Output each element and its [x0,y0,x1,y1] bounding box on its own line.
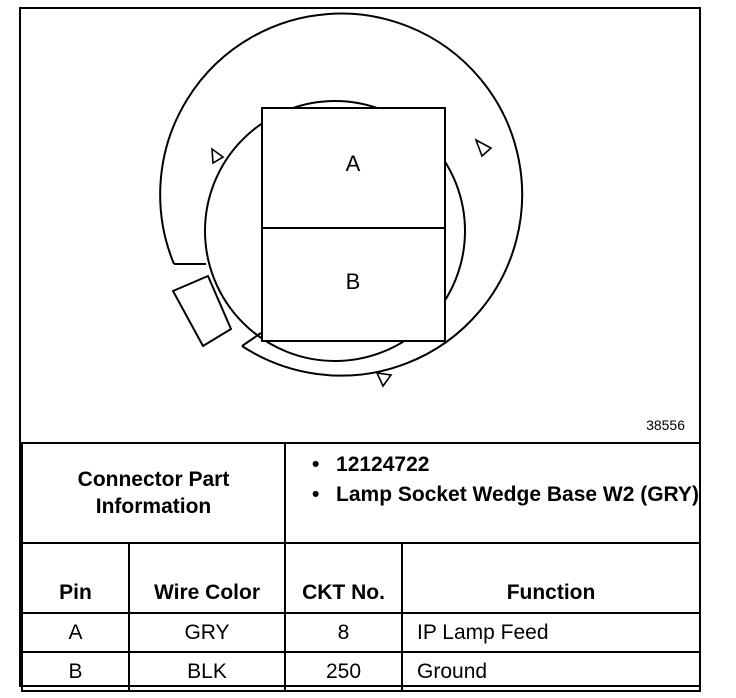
table-row: A GRY 8 IP Lamp Feed [21,612,702,653]
header-function: Function [401,542,702,614]
cavity-outline [261,107,446,342]
key-mark-right [474,138,493,158]
ring-gap-line-lower [241,332,262,347]
header-wire-color: Wire Color [127,542,287,614]
part-info-list: • 12124722 • Lamp Socket Wedge Base W2 (… [284,442,702,544]
part-info-item: • 12124722 [312,450,699,480]
inner-ring [204,100,466,362]
table-header-row: Pin Wire Color CKT No. Function [21,542,702,614]
header-pin: Pin [21,542,130,614]
function-cell: IP Lamp Feed [401,612,702,653]
connector-diagram-frame: A B 38556 Connector Part Information • 1… [19,7,702,692]
part-description: Lamp Socket Wedge Base W2 (GRY) [336,483,699,506]
ckt-cell: 250 [284,651,404,692]
cavity-label-a: A [346,151,361,176]
part-info-row: Connector Part Information • 12124722 • … [20,442,702,544]
pin-cell: B [21,651,130,692]
bullet-glyph: • [312,483,320,506]
table-row: B BLK 250 Ground [21,651,702,692]
ckt-cell: 8 [284,612,404,653]
part-info-label: Connector Part Information [20,442,287,544]
connector-face-drawing: A B [159,12,524,388]
part-info-item: • Lamp Socket Wedge Base W2 (GRY) [312,480,699,510]
figure-number: 38556 [646,417,685,433]
header-ckt-no: CKT No. [284,542,404,614]
key-mark-bottom [375,372,393,388]
locking-tab [171,274,233,348]
pin-cell: A [21,612,130,653]
part-number: 12124722 [336,453,430,476]
connector-info-table: Connector Part Information • 12124722 • … [20,442,702,692]
wire-color-cell: GRY [127,612,287,653]
key-mark-left [211,147,225,165]
bullet-glyph: • [312,453,320,476]
function-cell: Ground [401,651,702,692]
outer-ring-arc [159,12,524,377]
wire-color-cell: BLK [127,651,287,692]
cavity-label-b: B [346,269,361,294]
